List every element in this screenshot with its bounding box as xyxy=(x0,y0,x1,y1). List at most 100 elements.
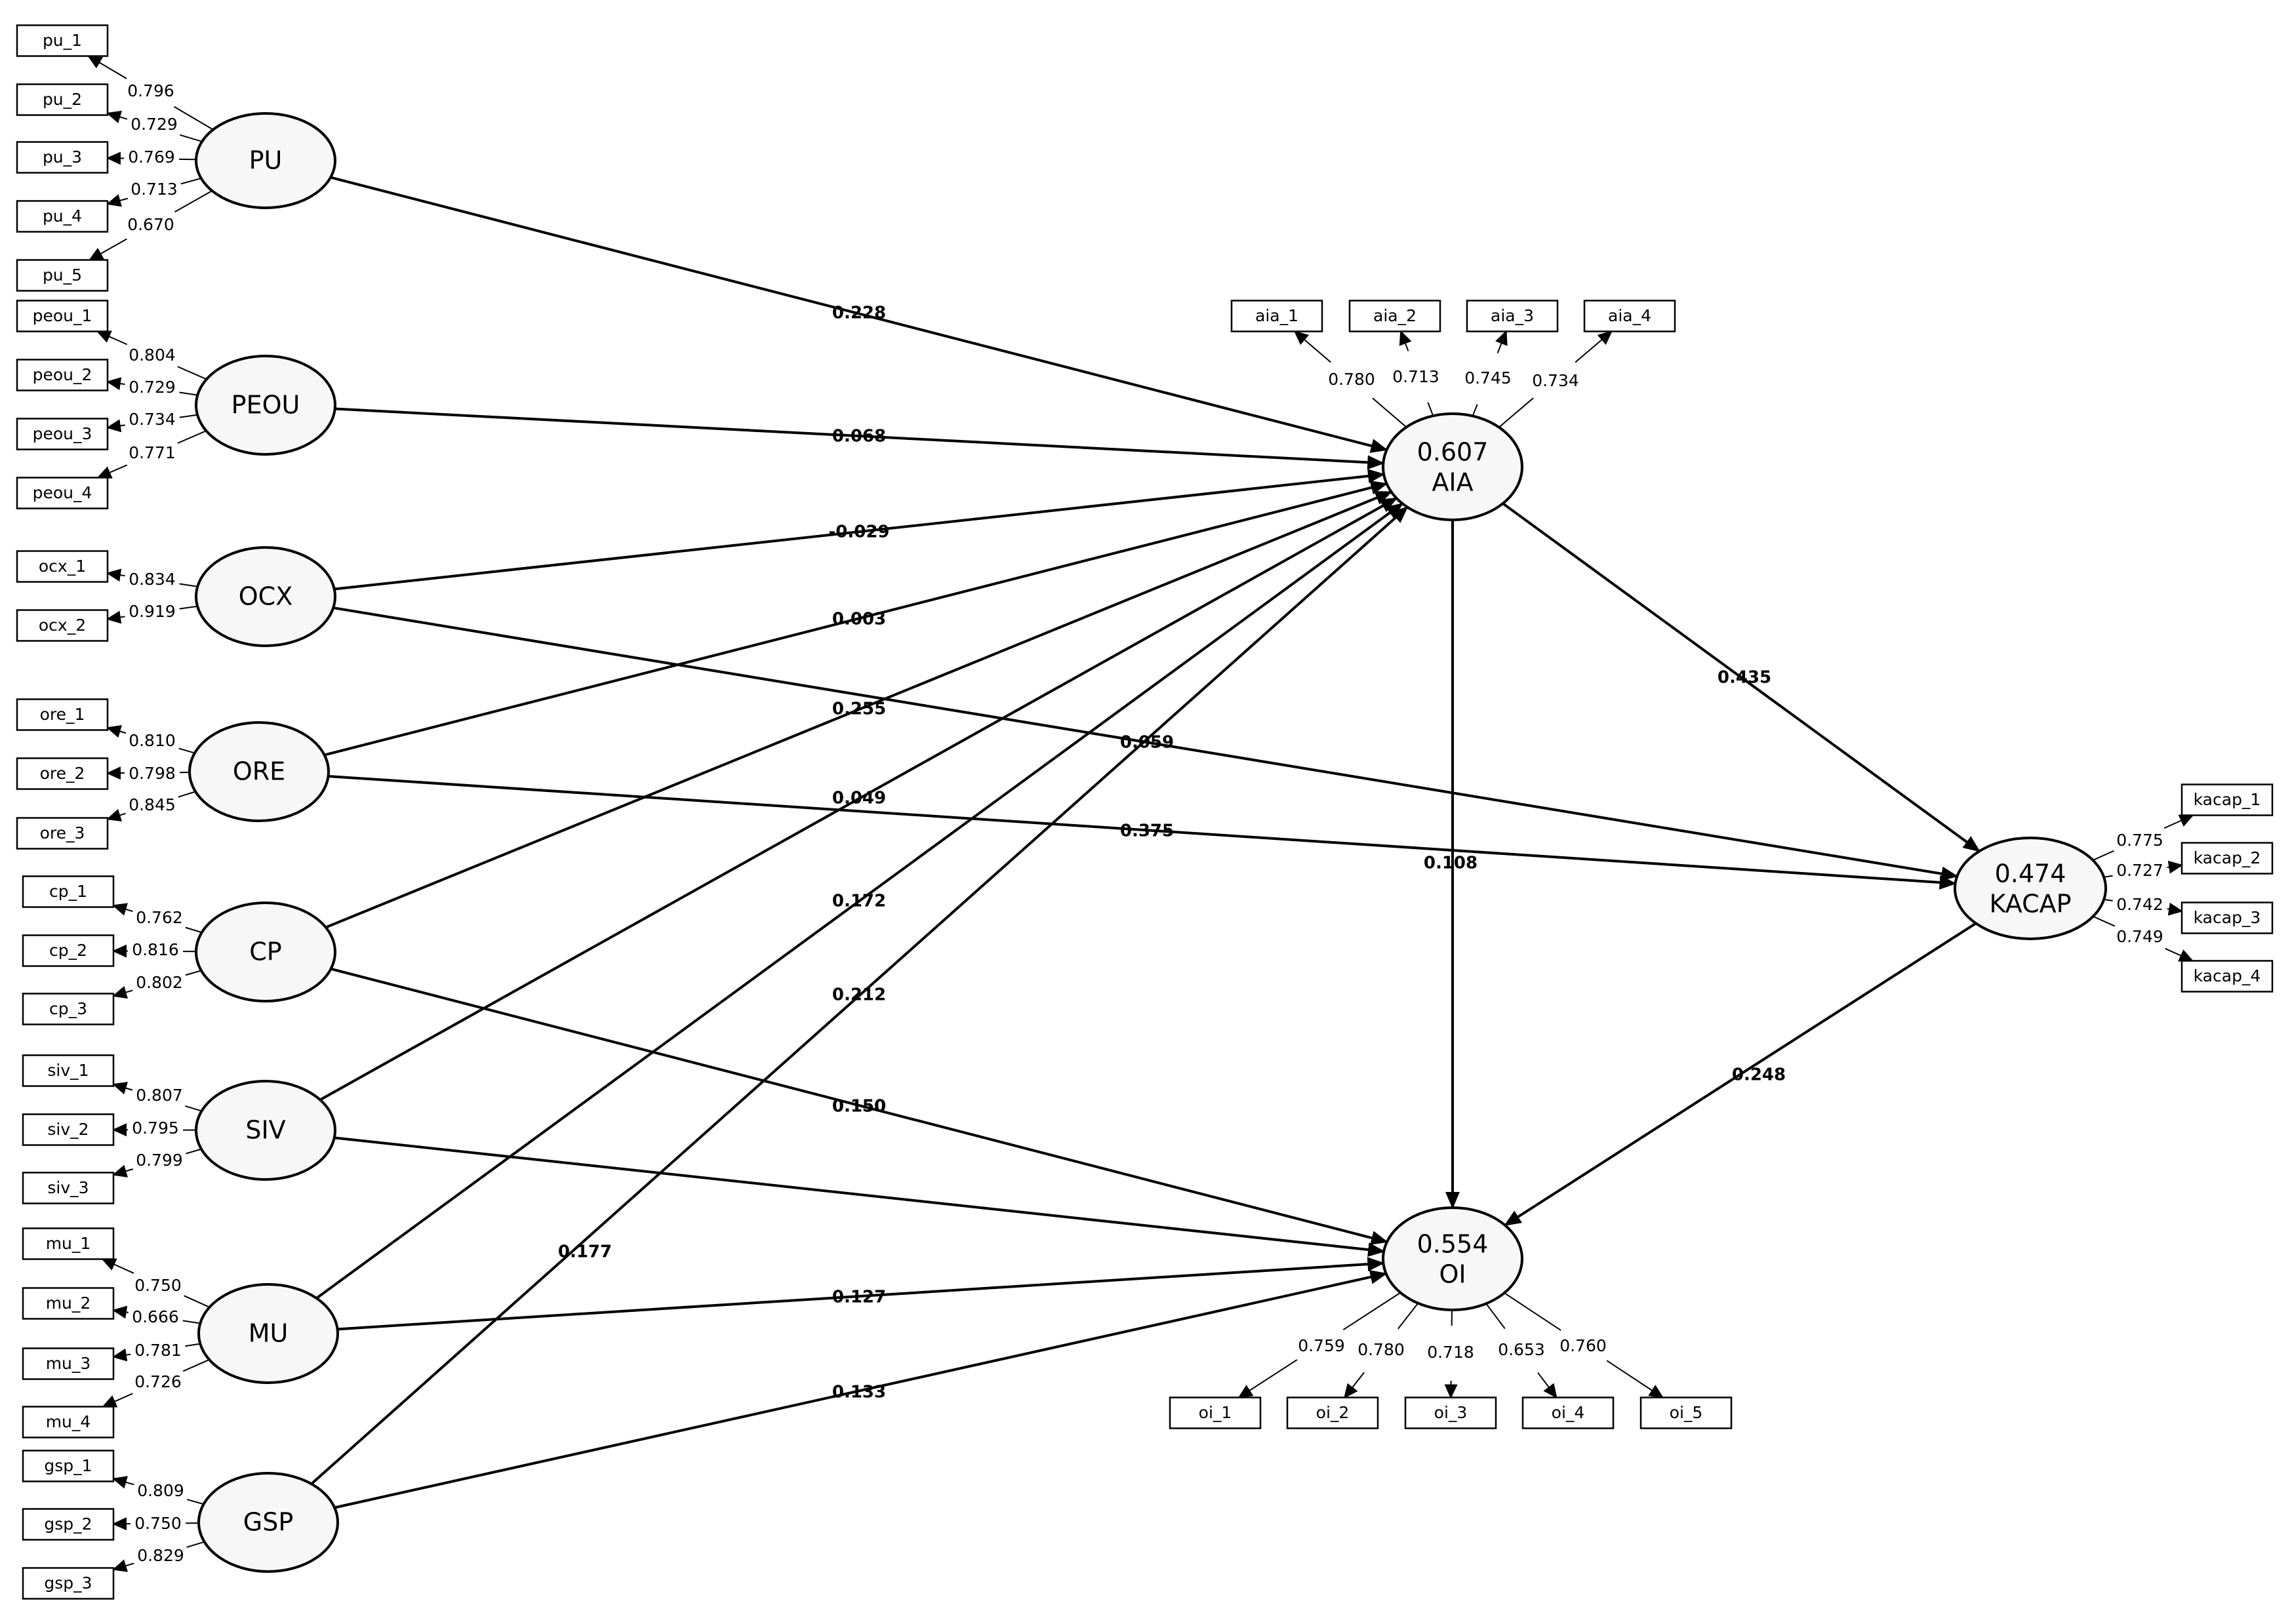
loading-oi_2 xyxy=(1344,1303,1419,1399)
loading-pu_4 xyxy=(106,177,201,207)
indicator-box-cp_2 xyxy=(22,934,115,967)
indicator-label-kacap_4: kacap_4 xyxy=(2194,966,2261,985)
indicator-box-oi_4 xyxy=(1521,1396,1615,1429)
indicator-label-gsp_1: gsp_1 xyxy=(44,1456,92,1475)
loading-pu_3 xyxy=(106,151,197,165)
construct-label-aia: AIA xyxy=(1432,468,1473,497)
path-ore-to-kacap xyxy=(328,774,1957,890)
indicator-box-cp_3 xyxy=(22,993,115,1025)
loading-value-aia_1: 0.780 xyxy=(1328,370,1375,389)
loading-siv_3 xyxy=(112,1148,202,1178)
path-coefficient-mu-aia: 0.172 xyxy=(832,892,886,911)
loading-value-pu_1: 0.796 xyxy=(127,81,174,100)
loading-value-mu_4: 0.726 xyxy=(134,1372,182,1391)
indicator-box-aia_1 xyxy=(1230,300,1323,332)
indicator-box-kacap_2 xyxy=(2181,842,2274,875)
construct-mu xyxy=(197,1283,339,1384)
loading-value-ocx_1: 0.834 xyxy=(129,570,176,589)
indicator-box-kacap_4 xyxy=(2181,960,2274,993)
indicator-box-oi_5 xyxy=(1639,1396,1733,1429)
loading-value-oi_5: 0.760 xyxy=(1559,1336,1607,1355)
indicator-box-siv_2 xyxy=(22,1113,115,1146)
loading-value-ocx_2: 0.919 xyxy=(129,602,176,621)
indicator-box-ocx_1 xyxy=(16,550,109,583)
indicator-box-mu_4 xyxy=(22,1406,115,1438)
loading-oi_3 xyxy=(1444,1309,1458,1399)
loading-mu_1 xyxy=(101,1258,210,1308)
indicator-label-pu_5: pu_5 xyxy=(43,266,82,285)
path-coefficient-extra: 0.177 xyxy=(558,1242,612,1262)
indicator-box-peou_1 xyxy=(16,300,109,332)
path-pu-to-aia xyxy=(330,176,1388,453)
indicator-label-pu_1: pu_1 xyxy=(43,31,82,50)
indicator-label-peou_1: peou_1 xyxy=(33,306,92,325)
r-squared-kacap: 0.474 xyxy=(1995,860,2066,888)
path-aia-to-kacap xyxy=(1502,502,1980,852)
loading-value-kacap_1: 0.775 xyxy=(2116,831,2163,850)
loading-value-aia_3: 0.745 xyxy=(1464,368,1512,387)
indicator-label-mu_1: mu_1 xyxy=(46,1234,91,1253)
indicator-label-kacap_1: kacap_1 xyxy=(2194,790,2261,809)
loading-pu_2 xyxy=(106,110,203,142)
loading-peou_1 xyxy=(96,330,207,380)
loading-value-cp_3: 0.802 xyxy=(136,973,183,992)
construct-label-siv: SIV xyxy=(245,1116,285,1145)
construct-ore xyxy=(188,721,330,822)
construct-label-cp: CP xyxy=(249,938,281,966)
path-coefficient-mu-oi: 0.127 xyxy=(832,1288,886,1307)
construct-siv xyxy=(195,1080,336,1181)
indicator-label-cp_3: cp_3 xyxy=(49,999,87,1018)
loading-peou_3 xyxy=(106,414,198,433)
loading-value-pu_2: 0.729 xyxy=(131,115,178,134)
path-coefficient-gsp-aia: 0.212 xyxy=(832,985,886,1005)
loading-value-kacap_3: 0.742 xyxy=(2116,895,2163,914)
indicator-box-peou_3 xyxy=(16,418,109,450)
path-cp-to-oi xyxy=(331,967,1388,1245)
loading-value-kacap_4: 0.749 xyxy=(2116,927,2163,946)
loading-mu_4 xyxy=(102,1358,210,1408)
path-coefficient-peou-aia: 0.068 xyxy=(832,427,886,446)
loading-cp_3 xyxy=(112,970,202,999)
indicator-label-aia_3: aia_3 xyxy=(1491,306,1534,325)
path-coefficient-ore-kacap: 0.375 xyxy=(1120,822,1174,841)
path-coefficient-aia-oi: 0.108 xyxy=(1424,854,1478,873)
indicator-box-ore_2 xyxy=(16,757,109,790)
construct-ocx xyxy=(195,546,336,647)
loading-oi_1 xyxy=(1237,1292,1401,1398)
indicator-label-oi_3: oi_3 xyxy=(1434,1403,1468,1422)
path-coefficient-gsp-oi: 0.133 xyxy=(832,1383,886,1402)
loading-value-mu_1: 0.750 xyxy=(134,1276,182,1295)
indicator-label-siv_3: siv_3 xyxy=(47,1178,89,1197)
path-cp-to-aia xyxy=(325,490,1393,929)
loading-value-mu_2: 0.666 xyxy=(132,1307,179,1326)
indicators-layer: pu_1pu_2pu_3pu_4pu_5peou_1peou_2peou_3pe… xyxy=(16,24,2274,1600)
indicator-label-siv_2: siv_2 xyxy=(47,1120,89,1139)
loading-ocx_1 xyxy=(106,568,198,587)
loading-gsp_1 xyxy=(112,1476,204,1505)
indicator-box-oi_2 xyxy=(1286,1396,1379,1429)
indicator-box-ore_3 xyxy=(16,817,109,850)
structural-paths-layer xyxy=(310,176,1980,1509)
path-siv-to-aia xyxy=(319,497,1398,1101)
loading-peou_4 xyxy=(96,430,207,479)
loading-pu_1 xyxy=(87,55,214,130)
loading-value-cp_1: 0.762 xyxy=(136,908,183,927)
loading-value-ore_1: 0.810 xyxy=(129,731,176,750)
loading-value-peou_2: 0.729 xyxy=(129,378,176,397)
path-siv-to-oi xyxy=(334,1136,1386,1257)
loading-aia_1 xyxy=(1293,330,1407,428)
loading-mu_2 xyxy=(112,1305,201,1324)
indicator-box-aia_4 xyxy=(1583,300,1676,332)
indicator-label-ore_2: ore_2 xyxy=(40,764,85,783)
indicator-label-aia_1: aia_1 xyxy=(1255,306,1298,325)
indicator-box-pu_3 xyxy=(16,141,109,174)
path-gsp-to-oi xyxy=(334,1270,1388,1509)
loading-value-siv_3: 0.799 xyxy=(136,1151,183,1170)
loading-value-peou_3: 0.734 xyxy=(129,410,176,429)
indicator-label-kacap_2: kacap_2 xyxy=(2194,848,2261,867)
indicator-box-gsp_3 xyxy=(22,1567,115,1600)
path-ore-to-aia xyxy=(324,480,1388,757)
path-coefficient-pu-aia: 0.228 xyxy=(832,304,886,323)
path-peou-to-aia xyxy=(334,407,1385,470)
